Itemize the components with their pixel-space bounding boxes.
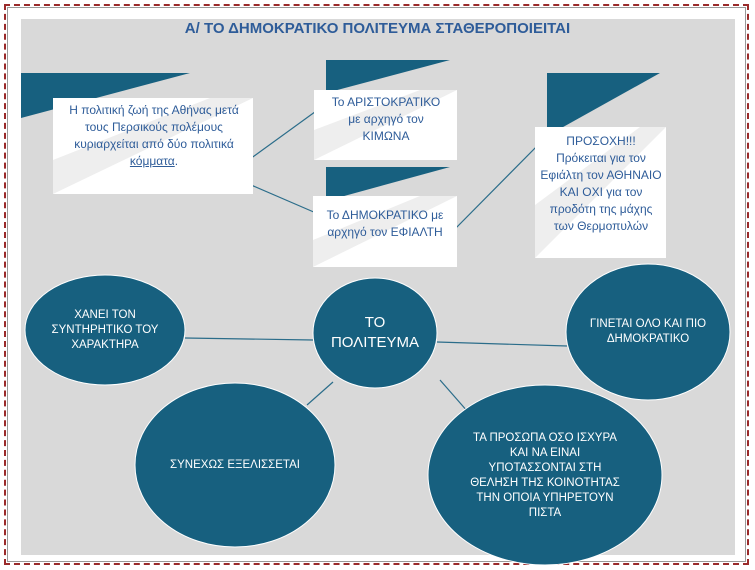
callout-banner — [547, 73, 660, 136]
callout-banner — [326, 167, 450, 201]
ellipse-left — [24, 274, 186, 386]
page-title: Α/ ΤΟ ΔΗΜΟΚΡΑΤΙΚΟ ΠΟΛΙΤΕΥΜΑ ΣΤΑΘΕΡΟΠΟΙΕΙ… — [184, 20, 571, 37]
callout-banner — [326, 60, 450, 93]
aristocratic-callout-text: Το ΑΡΙΣΤΟΚΡΑΤΙΚΟ με αρχηγό τον ΚΙΜΩΝΑ — [331, 95, 441, 143]
connector-line — [451, 135, 548, 233]
parties-link[interactable]: κόμματα — [129, 154, 175, 168]
ellipse-right-label: ΓΙΝΕΤΑΙ ΟΛΟ ΚΑΙ ΠΙΟ ΔΗΜΟΚΡΑΤΙΚΟ — [589, 318, 707, 345]
ellipse-bottom-left-label: ΣΥΝΕΧΩΣ ΕΞΕΛΙΣΣΕΤΑΙ — [170, 458, 300, 471]
ellipse-bottom-left — [134, 382, 336, 548]
connector-line — [306, 381, 334, 406]
intro-callout-text: Η πολιτική ζωή της Αθήνας μετά τους Περσ… — [68, 102, 240, 170]
ellipse-bottom-right — [427, 384, 663, 566]
ellipse-center — [312, 277, 438, 389]
ellipse-bottom-right-label: ΤΑ ΠΡΟΣΩΠΑ ΟΣΟ ΙΣΧΥΡΑ ΚΑΙ ΝΑ ΕΙΝΑΙ ΥΠΟΤΑ… — [470, 432, 620, 519]
ellipse-center-label: ΤΟ ΠΟΛΙΤΕΥΜΑ — [330, 314, 420, 351]
attention-callout-text: ΠΡΟΣΟΧΗ!!! Πρόκειται για τον Εφιάλτη τον… — [540, 134, 662, 233]
connector-line — [436, 341, 568, 347]
intro-text: Η πολιτική ζωή της Αθήνας μετά τους Περσ… — [69, 103, 239, 151]
ellipse-right — [565, 263, 731, 401]
ellipse-left-label: ΧΑΝΕΙ ΤΟΝ ΣΥΝΤΗΡΗΤΙΚΟ ΤΟΥ ΧΑΡΑΚΤΗΡΑ — [51, 308, 159, 351]
intro-end: . — [174, 154, 179, 168]
democratic-callout-text: Το ΔΗΜΟΚΡΑΤΙΚΟ με αρχηγό τον ΕΦΙΑΛΤΗ — [326, 208, 444, 239]
connector-line — [184, 337, 314, 341]
page-border — [4, 4, 749, 565]
